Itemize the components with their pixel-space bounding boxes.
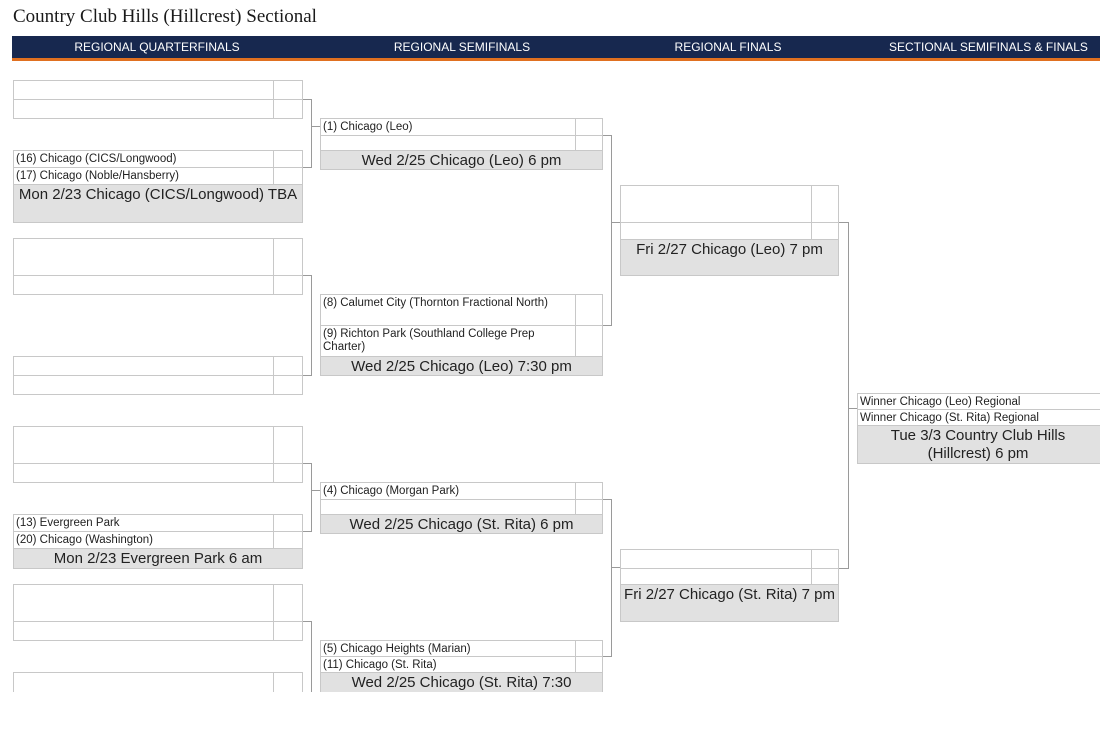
sf1-team2-slot [320, 135, 603, 151]
connector [303, 167, 311, 168]
connector [303, 275, 311, 276]
round-header-finals: REGIONAL FINALS [674, 40, 782, 54]
sf3-team2-slot [320, 499, 603, 515]
qf1-team2-slot [13, 99, 303, 119]
qf7-team2-slot [13, 621, 303, 641]
qf2-team1-slot: (16) Chicago (CICS/Longwood) [13, 150, 303, 168]
qf8-team1-slot [13, 672, 303, 692]
qf6-game-info: Mon 2/23 Evergreen Park 6 am [13, 548, 303, 569]
round-header-quarterfinals: REGIONAL QUARTERFINALS [74, 40, 240, 54]
connector [611, 222, 620, 223]
connector [303, 375, 311, 376]
qf1-team1-slot [13, 80, 303, 100]
qf5-team1-slot [13, 426, 303, 464]
qf5-team2-slot [13, 463, 303, 483]
connector [303, 621, 311, 622]
final1-game-info: Fri 2/27 Chicago (Leo) 7 pm [620, 239, 839, 276]
sf3-team1-slot: (4) Chicago (Morgan Park) [320, 482, 603, 500]
qf6-team1-slot: (13) Evergreen Park [13, 514, 303, 532]
final1-team2-slot [620, 222, 839, 240]
sf3-game-info: Wed 2/25 Chicago (St. Rita) 6 pm [320, 514, 603, 534]
qf4-team2-slot [13, 375, 303, 395]
qf4-team1-slot [13, 356, 303, 376]
connector [839, 568, 848, 569]
connector [603, 135, 611, 136]
sf4-team2-slot: (11) Chicago (St. Rita) [320, 656, 603, 673]
connector [311, 490, 320, 491]
round-header-sectional: SECTIONAL SEMIFINALS & FINALS [889, 40, 1088, 54]
connector [611, 567, 620, 568]
connector [848, 408, 857, 409]
sf4-game-info: Wed 2/25 Chicago (St. Rita) 7:30 [320, 672, 603, 692]
final1-team1-slot [620, 185, 839, 223]
connector [311, 126, 320, 127]
sf2-game-info: Wed 2/25 Chicago (Leo) 7:30 pm [320, 356, 603, 376]
connector [311, 621, 312, 692]
qf6-team2-slot: (20) Chicago (Washington) [13, 531, 303, 549]
connector [611, 135, 612, 326]
connector [848, 222, 849, 569]
page-title: Country Club Hills (Hillcrest) Sectional [13, 6, 317, 27]
round-header-semifinals: REGIONAL SEMIFINALS [393, 40, 531, 54]
connector [611, 499, 612, 657]
connector [603, 325, 611, 326]
qf3-team2-slot [13, 275, 303, 295]
qf3-team1-slot [13, 238, 303, 276]
final2-team1-slot [620, 549, 839, 569]
connector [303, 463, 311, 464]
connector [311, 463, 312, 532]
sf4-team1-slot: (5) Chicago Heights (Marian) [320, 640, 603, 657]
connector [303, 531, 311, 532]
sf2-team2-slot: (9) Richton Park (Southland College Prep… [320, 325, 603, 357]
final2-game-info: Fri 2/27 Chicago (St. Rita) 7 pm [620, 584, 839, 622]
sf1-game-info: Wed 2/25 Chicago (Leo) 6 pm [320, 150, 603, 170]
sectional-team2-slot: Winner Chicago (St. Rita) Regional [857, 409, 1100, 426]
final2-team2-slot [620, 568, 839, 585]
sectional-game-info: Tue 3/3 Country Club Hills (Hillcrest) 6… [857, 425, 1100, 464]
sf2-team1-slot: (8) Calumet City (Thornton Fractional No… [320, 294, 603, 326]
connector [603, 656, 611, 657]
connector [303, 99, 311, 100]
connector [839, 222, 848, 223]
round-header-bar: REGIONAL QUARTERFINALS REGIONAL SEMIFINA… [12, 36, 1100, 61]
sectional-team1-slot: Winner Chicago (Leo) Regional [857, 393, 1100, 410]
qf2-game-info: Mon 2/23 Chicago (CICS/Longwood) TBA [13, 184, 303, 223]
connector [311, 275, 312, 376]
bracket: (16) Chicago (CICS/Longwood) (17) Chicag… [0, 60, 1100, 692]
connector [311, 99, 312, 168]
qf7-team1-slot [13, 584, 303, 622]
qf2-team2-slot: (17) Chicago (Noble/Hansberry) [13, 167, 303, 185]
sf1-team1-slot: (1) Chicago (Leo) [320, 118, 603, 136]
connector [603, 499, 611, 500]
